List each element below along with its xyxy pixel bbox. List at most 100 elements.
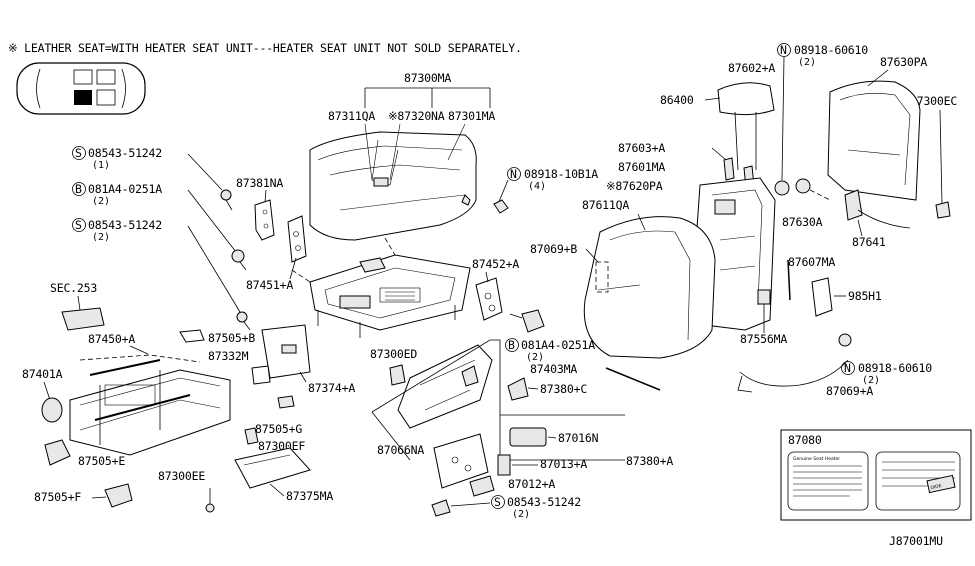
bracket-87381NA <box>254 199 275 241</box>
label-87450A: 87450+A <box>88 332 135 346</box>
label-87069B: 87069+B <box>530 242 577 256</box>
bolt-icon <box>521 309 545 333</box>
label-87016N: 87016N <box>558 431 599 445</box>
label-081A4-0251A-a: 081A4-0251A <box>88 182 162 196</box>
svg-text:S: S <box>75 218 82 232</box>
label-87080: 87080 <box>788 433 822 447</box>
label-87451A: 87451+A <box>246 278 293 292</box>
clip-87300ED <box>389 364 406 386</box>
leather-seat-note: ※ LEATHER SEAT=WITH HEATER SEAT UNIT---H… <box>8 41 522 55</box>
label-08543-51242-b: 08543-51242 <box>88 218 162 232</box>
label-87300MA: 87300MA <box>404 71 451 85</box>
clip-87505G <box>277 395 295 409</box>
label-87505B: 87505+B <box>208 331 255 345</box>
label-985H1: 985H1 <box>848 289 882 303</box>
diagram-id: J87001MU <box>889 534 943 548</box>
screw-callout-s2: S <box>72 218 86 232</box>
label-87603A: 87603+A <box>618 141 665 155</box>
svg-text:B: B <box>508 338 515 352</box>
qty-08918-a: (4) <box>528 181 546 192</box>
nut-icon <box>493 199 509 214</box>
clip-87300EC <box>935 201 951 219</box>
screw-icon <box>431 499 451 517</box>
bracket-87451A <box>287 215 307 263</box>
label-87641: 87641 <box>852 235 886 249</box>
headrest-86400 <box>717 82 775 171</box>
svg-text:S: S <box>75 146 82 160</box>
label-86400: 86400 <box>660 93 694 107</box>
label-87066NA: 87066NA <box>377 443 424 457</box>
nut-callout-n3: N <box>841 361 855 375</box>
seat-cushion-group <box>309 87 491 241</box>
svg-text:B: B <box>75 182 82 196</box>
label-87380C: 87380+C <box>540 382 587 396</box>
harness-87069A <box>737 359 849 393</box>
label-87320NA: ※87320NA <box>388 109 445 123</box>
bracket-87556MA <box>757 289 771 305</box>
label-87013A: 87013+A <box>540 457 587 471</box>
knob-87012A <box>469 475 495 497</box>
card-stamp: DIDE <box>930 483 942 491</box>
label-87300ED: 87300ED <box>370 347 417 361</box>
clip-87300EF <box>244 427 259 445</box>
label-87505G: 87505+G <box>255 422 302 436</box>
vehicle-locator-icon <box>16 62 146 115</box>
label-87012A: 87012+A <box>508 477 555 491</box>
label-87601MA: 87601MA <box>618 160 665 174</box>
cover-87375MA <box>234 447 311 489</box>
clip-87505B <box>179 329 205 343</box>
knob-87401A <box>41 397 63 423</box>
card-heading: Genuine Seat Heater <box>793 456 840 462</box>
label-08543-51242-c: 08543-51242 <box>507 495 581 509</box>
qty-08543-c: (2) <box>512 509 530 520</box>
cover-87505E <box>44 439 71 466</box>
label-87375MA: 87375MA <box>286 489 333 503</box>
qty-08918-b: (2) <box>798 57 816 68</box>
pad-87332M <box>251 365 271 385</box>
seat-track <box>69 354 231 456</box>
qty-081A4-a: (2) <box>92 196 110 207</box>
label-87381NA: 87381NA <box>236 176 283 190</box>
screw-icon <box>236 311 251 331</box>
label-card-87080: 87080 Genuine Seat Heater DIDE <box>780 429 972 521</box>
screw-icon <box>220 189 233 211</box>
nut-icon <box>838 333 852 347</box>
label-87556MA: 87556MA <box>740 332 787 346</box>
qty-081A4-b: (2) <box>526 352 544 363</box>
label-081A4-0251A-b: 081A4-0251A <box>521 338 595 352</box>
label-87300EE: 87300EE <box>158 469 205 483</box>
label-87069A: 87069+A <box>826 384 873 398</box>
cover-87505F <box>104 483 133 508</box>
module-985H1 <box>811 277 833 317</box>
bolt-callout-b1: B <box>72 182 86 196</box>
qty-08543-a: (1) <box>92 160 110 171</box>
label-87300EF: 87300EF <box>258 439 305 453</box>
label-87611QA: 87611QA <box>582 198 629 212</box>
label-87301MA: 87301MA <box>448 109 495 123</box>
nut-callout-n2: N <box>777 43 791 57</box>
part-sec253 <box>61 307 105 331</box>
seatback-board-87630PA <box>827 80 921 201</box>
label-87505F: 87505+F <box>34 490 81 504</box>
label-08918-60610-b: 08918-60610 <box>858 361 932 375</box>
knob-87013A <box>497 454 511 476</box>
screw-callout-s3: S <box>491 495 505 509</box>
label-87332M: 87332M <box>208 349 249 363</box>
qty-08918-c: (2) <box>862 375 880 386</box>
guide-87603A <box>723 157 735 181</box>
label-87620PA: ※87620PA <box>606 179 663 193</box>
svg-text:N: N <box>844 361 851 375</box>
label-08918-60610-a: 08918-60610 <box>794 43 868 57</box>
switch-87066NA <box>433 433 489 489</box>
label-87602A: 87602+A <box>728 61 775 75</box>
bolt-icon <box>231 249 247 271</box>
label-87401A: 87401A <box>22 367 63 381</box>
label-87300EC: 87300EC <box>910 94 957 108</box>
clip-87380C <box>507 377 529 401</box>
label-87403MA: 87403MA <box>530 362 577 376</box>
cable-87641 <box>844 189 911 229</box>
label-87630PA: 87630PA <box>880 55 927 69</box>
screw-callout-s1: S <box>72 146 86 160</box>
svg-text:N: N <box>780 43 787 57</box>
